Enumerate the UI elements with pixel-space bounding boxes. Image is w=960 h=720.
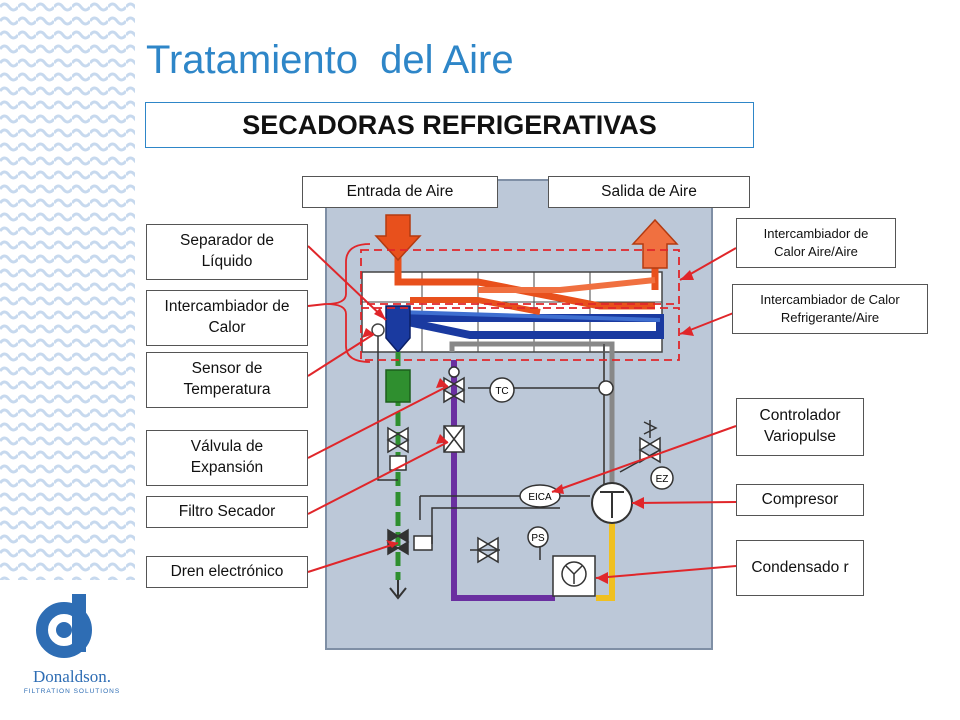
- suction-line: [449, 341, 615, 486]
- air-air-exchanger-highlight: [360, 249, 680, 305]
- leader-controlador: [551, 425, 737, 493]
- tc-node: [489, 377, 515, 403]
- leader-valvula: [307, 385, 449, 459]
- label-condensador: Condensado r: [736, 540, 864, 596]
- logo-tagline: FILTRATION SOLUTIONS: [24, 688, 120, 695]
- discharge-line: [596, 520, 615, 601]
- label-entrada-de-aire: Entrada de Aire: [302, 176, 498, 208]
- drain-filter: [385, 369, 411, 403]
- label-intercambiador-de-calor: Intercambiador de Calor: [146, 290, 308, 346]
- label-controlador-variopulse: Controlador Variopulse: [736, 398, 864, 456]
- label-sensor-de-temperatura: Sensor de Temperatura: [146, 352, 308, 408]
- label-separador-de-liquido: Separador de Líquido: [146, 224, 308, 280]
- ps-label: PS: [531, 533, 545, 544]
- leader-sensor: [307, 333, 375, 377]
- eica-label: EICA: [528, 492, 552, 503]
- label-salida-de-aire: Salida de Aire: [548, 176, 750, 208]
- leader-compresor: [631, 501, 737, 504]
- leader-separador: [307, 245, 387, 321]
- leader-condensador: [595, 565, 737, 579]
- leader-intercambiador: [307, 303, 327, 307]
- page-title: Tratamiento del Aire: [146, 38, 514, 82]
- label-dren-electronico: Dren electrónico: [146, 556, 308, 588]
- leader-filtro: [307, 441, 449, 515]
- expansion-valve: [442, 376, 466, 404]
- label-intercambiador-aire-aire: Intercambiador de Calor Aire/Aire: [736, 218, 896, 268]
- donaldson-logo: Donaldson. FILTRATION SOLUTIONS: [24, 594, 120, 695]
- subtitle: SECADORAS REFRIGERATIVAS: [242, 109, 657, 140]
- leader-dren: [307, 542, 399, 573]
- label-intercambiador-refrigerante-aire: Intercambiador de Calor Refrigerante/Air…: [732, 284, 928, 334]
- eica-node: [519, 484, 561, 508]
- refrigerant-air-exchanger-highlight: [360, 307, 680, 361]
- ps-node: [527, 526, 549, 548]
- air-outlet-arrow: [631, 218, 679, 269]
- air-inlet-arrow: [374, 214, 422, 262]
- label-filtro-secador: Filtro Secador: [146, 496, 308, 528]
- subtitle-box: SECADORAS REFRIGERATIVAS: [145, 102, 754, 148]
- label-valvula-de-expansion: Válvula de Expansión: [146, 430, 308, 486]
- ez-node: [650, 466, 674, 490]
- sensor-dot-right: [598, 380, 614, 396]
- liquid-separator: [385, 305, 411, 354]
- decorative-wave-stripe: [0, 0, 135, 580]
- logo-name: Donaldson.: [33, 667, 111, 686]
- label-compresor: Compresor: [736, 484, 864, 516]
- ez-label: EZ: [656, 474, 669, 485]
- tc-label: TC: [495, 386, 508, 397]
